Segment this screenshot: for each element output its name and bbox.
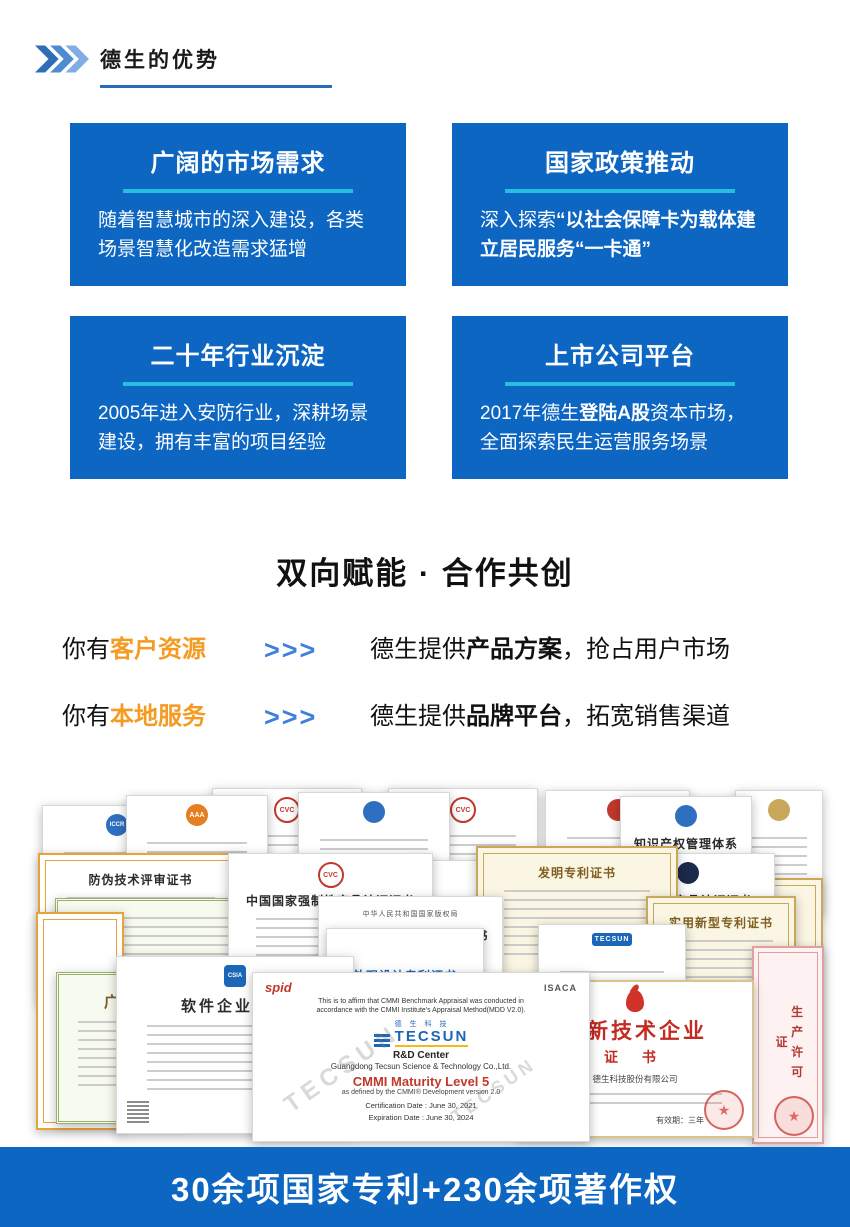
card-body: 随着智慧城市的深入建设，各类场景智慧化改造需求猛增 bbox=[98, 207, 378, 264]
advantage-card-experience: 二十年行业沉淀 2005年进入安防行业，深耕场景建设，拥有丰富的项目经验 bbox=[70, 316, 406, 479]
cooperation-title: 双向赋能 · 合作共创 bbox=[276, 556, 574, 591]
cmmi-dates: Certification Date : June 30, 2021 Expir… bbox=[265, 1100, 577, 1123]
cooperation-bold: 品牌平台 bbox=[466, 703, 562, 730]
card-body-text: 2017年德生 bbox=[480, 403, 580, 424]
card-title: 二十年行业沉淀 bbox=[150, 343, 326, 370]
tecsun-brand-cn: 德 生 科 技 bbox=[394, 1020, 450, 1028]
cooperation-you-have: 你有客户资源 bbox=[62, 633, 264, 667]
cooperation-row-customers: 你有客户资源 >>> 德生提供产品方案，抢占用户市场 bbox=[62, 633, 802, 667]
footer-banner: 30余项国家专利+230余项著作权 bbox=[0, 1147, 850, 1227]
spid-logo: spid bbox=[265, 980, 292, 995]
red-seal-icon bbox=[704, 1090, 744, 1130]
card-body: 2005年进入安防行业，深耕场景建设，拥有丰富的项目经验 bbox=[98, 400, 378, 457]
certificate-text-lines bbox=[547, 1093, 723, 1105]
card-title-underline bbox=[123, 382, 353, 386]
card-body-bold: 登陆A股 bbox=[579, 403, 651, 424]
cmmi-expiration-date: Expiration Date : June 30, 2024 bbox=[368, 1112, 474, 1122]
certificate-title: 发明专利证书 bbox=[537, 866, 616, 880]
card-body: 深入探索“以社会保障卡为载体建立居民服务“一卡通” bbox=[480, 207, 760, 264]
csee-logo-icon: CSIA bbox=[224, 965, 246, 987]
hitech-validity: 有效期：三年 bbox=[656, 1116, 704, 1125]
gold-logo-icon bbox=[768, 799, 790, 821]
card-body-text: 随着智慧城市的深入建设，各类场景智慧化改造需求猛增 bbox=[98, 210, 365, 260]
certificate-title: 防伪技术评审证书 bbox=[88, 873, 193, 887]
card-title-underline bbox=[505, 189, 735, 193]
page-title: 德生的优势 bbox=[100, 49, 220, 72]
red-seal-icon bbox=[774, 1096, 814, 1136]
tecsun-logo-icon: TECSUN bbox=[592, 933, 632, 946]
cmmi-statement-line1: This is to affirm that CMMI Benchmark Ap… bbox=[318, 998, 524, 1005]
tecsun-brand: 德 生 科 技 TECSUN bbox=[265, 1019, 577, 1048]
footer-text: 30余项国家专利+230余项著作权 bbox=[170, 1171, 680, 1208]
cmmi-statement: This is to affirm that CMMI Benchmark Ap… bbox=[265, 997, 577, 1016]
cooperation-lead: 德生提供 bbox=[370, 636, 466, 663]
cvc-logo-icon: CVC bbox=[450, 797, 476, 823]
cooperation-tecsun-offer: 德生提供产品方案，抢占用户市场 bbox=[370, 633, 802, 667]
blue-logo-icon bbox=[675, 805, 697, 827]
card-body-text: 资本市场，全面探索民生运营服务场景 bbox=[480, 403, 746, 453]
card-title-underline bbox=[505, 382, 735, 386]
chevrons-icon bbox=[35, 45, 89, 73]
cvc-logo-icon: CVC bbox=[274, 797, 300, 823]
hitech-company: 德生科技股份有限公司 bbox=[592, 1074, 678, 1084]
hitech-title: 高新技术企业 bbox=[563, 1020, 707, 1043]
card-title: 上市公司平台 bbox=[545, 343, 695, 370]
advantage-card-market: 广阔的市场需求 随着智慧城市的深入建设，各类场景智慧化改造需求猛增 bbox=[70, 123, 406, 286]
qr-code bbox=[127, 1101, 149, 1123]
certificate-title: 实用新型专利证书 bbox=[668, 916, 773, 930]
card-body: 2017年德生登陆A股资本市场，全面探索民生运营服务场景 bbox=[480, 400, 760, 457]
isaca-logo: ISACA bbox=[543, 982, 577, 993]
cooperation-lead: 德生提供 bbox=[370, 703, 466, 730]
card-body-text: 深入探索 bbox=[480, 210, 557, 231]
cmmi-center-name: R&D Center bbox=[392, 1050, 450, 1062]
advantage-card-listed: 上市公司平台 2017年德生登陆A股资本市场，全面探索民生运营服务场景 bbox=[452, 316, 788, 479]
card-title: 广阔的市场需求 bbox=[150, 150, 326, 177]
cooperation-rest: ，抢占用户市场 bbox=[562, 636, 730, 663]
certificate-title: 生产许可证 bbox=[774, 1005, 804, 1085]
card-body-text: 2005年进入安防行业，深耕场景建设，拥有丰富的项目经验 bbox=[98, 403, 369, 453]
cooperation-row-local-service: 你有本地服务 >>> 德生提供品牌平台，拓宽销售渠道 bbox=[62, 700, 802, 734]
certificate: 生产许可证 bbox=[752, 946, 824, 1144]
blue-logo-icon bbox=[363, 801, 385, 823]
cmmi-certificate: spid ISACA This is to affirm that CMMI B… bbox=[252, 972, 590, 1142]
cooperation-prefix: 你有 bbox=[62, 703, 110, 730]
tecsun-brand-en: TECSUN bbox=[394, 1028, 469, 1048]
advantage-card-policy: 国家政策推动 深入探索“以社会保障卡为载体建立居民服务“一卡通” bbox=[452, 123, 788, 286]
cmmi-level-subtitle: as defined by the CMMI® Development vers… bbox=[341, 1089, 501, 1097]
cooperation-prefix: 你有 bbox=[62, 636, 110, 663]
iccr-logo-icon: ICCR bbox=[106, 814, 128, 836]
cooperation-highlight: 客户资源 bbox=[110, 636, 206, 663]
flame-logo-icon bbox=[626, 990, 644, 1012]
aaa-logo-icon: AAA bbox=[186, 804, 208, 826]
card-title-underline bbox=[123, 189, 353, 193]
cooperation-highlight: 本地服务 bbox=[110, 703, 206, 730]
arrows-icon: >>> bbox=[264, 702, 318, 732]
hitech-subtitle: 证 书 bbox=[604, 1049, 666, 1065]
cmmi-maturity-level: CMMI Maturity Level 5 bbox=[352, 1074, 490, 1090]
cooperation-tecsun-offer: 德生提供品牌平台，拓宽销售渠道 bbox=[370, 700, 802, 734]
title-underline bbox=[100, 85, 332, 88]
advantage-cards: 广阔的市场需求 随着智慧城市的深入建设，各类场景智慧化改造需求猛增 国家政策推动… bbox=[70, 123, 788, 479]
cvc-logo-icon: CVC bbox=[317, 862, 344, 888]
cooperation-you-have: 你有本地服务 bbox=[62, 700, 264, 734]
cmmi-statement-line2: accordance with the CMMI Institute's App… bbox=[316, 1007, 526, 1015]
cmmi-certification-date: Certification Date : June 30, 2021 bbox=[365, 1101, 477, 1111]
card-body-bold: “以社会保障卡为载体建立居民服务“一卡通” bbox=[480, 210, 756, 260]
cooperation-rest: ，拓宽销售渠道 bbox=[562, 703, 730, 730]
cmmi-header: spid ISACA bbox=[265, 980, 577, 995]
certificate-issuer: 中华人民共和国国家版权局 bbox=[362, 911, 459, 918]
tecsun-logo-icon bbox=[373, 1034, 390, 1048]
dark-logo-icon bbox=[676, 862, 699, 884]
arrows-icon: >>> bbox=[264, 635, 318, 665]
card-title: 国家政策推动 bbox=[545, 150, 695, 177]
tecsun-brand-text: 德 生 科 技 TECSUN bbox=[394, 1019, 469, 1048]
cooperation-bold: 产品方案 bbox=[466, 636, 562, 663]
section-header: 德生的优势 bbox=[35, 44, 332, 88]
cmmi-company-name: Guangdong Tecsun Science & Technology Co… bbox=[330, 1062, 512, 1072]
